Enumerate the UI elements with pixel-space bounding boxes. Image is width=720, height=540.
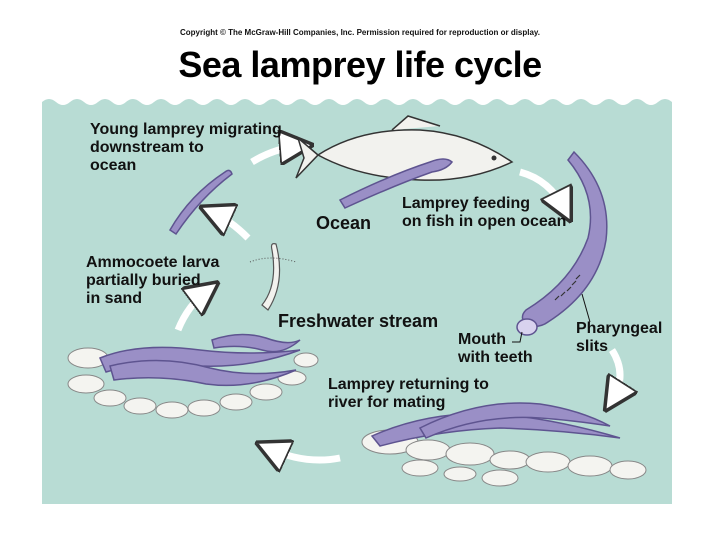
returning-lampreys xyxy=(370,402,621,447)
feeding-lamprey xyxy=(338,158,454,209)
cycle-arrows xyxy=(174,146,620,460)
label-pharyngeal: Pharyngeal slits xyxy=(576,320,663,355)
young-lamprey xyxy=(169,169,233,236)
spawning-lampreys xyxy=(99,333,301,387)
gill-slits xyxy=(554,274,581,301)
gravel-right xyxy=(361,429,647,487)
arrow-to-larva xyxy=(174,290,208,332)
label-feeding: Lamprey feeding on fish in open ocean xyxy=(402,195,567,230)
label-freshwater: Freshwater stream xyxy=(278,311,439,331)
arrow-to-spawning xyxy=(268,448,341,460)
diagram-title: Sea lamprey life cycle xyxy=(178,44,542,85)
label-returning: Lamprey returning to river for mating xyxy=(328,376,489,411)
label-young-lamprey: Young lamprey migrating downstream to oc… xyxy=(90,121,282,174)
adult-lamprey xyxy=(516,150,608,336)
host-fish xyxy=(295,115,514,181)
transforming-lamprey xyxy=(249,243,297,311)
mouth-disc xyxy=(516,318,538,336)
gravel-nest xyxy=(67,347,319,419)
arrow-to-adult xyxy=(518,168,565,210)
label-ammocoete: Ammocoete larva partially buried in sand xyxy=(86,254,220,307)
label-ocean: Ocean xyxy=(316,213,372,233)
arrow-down-right xyxy=(612,348,620,400)
arrow-to-young xyxy=(212,212,251,241)
copyright-notice: Copyright © The McGraw-Hill Companies, I… xyxy=(179,28,541,37)
arrow-to-fish xyxy=(250,146,300,162)
label-mouth: Mouth with teeth xyxy=(458,331,533,366)
mouth-pointer xyxy=(512,331,523,343)
slits-pointer xyxy=(581,293,591,323)
